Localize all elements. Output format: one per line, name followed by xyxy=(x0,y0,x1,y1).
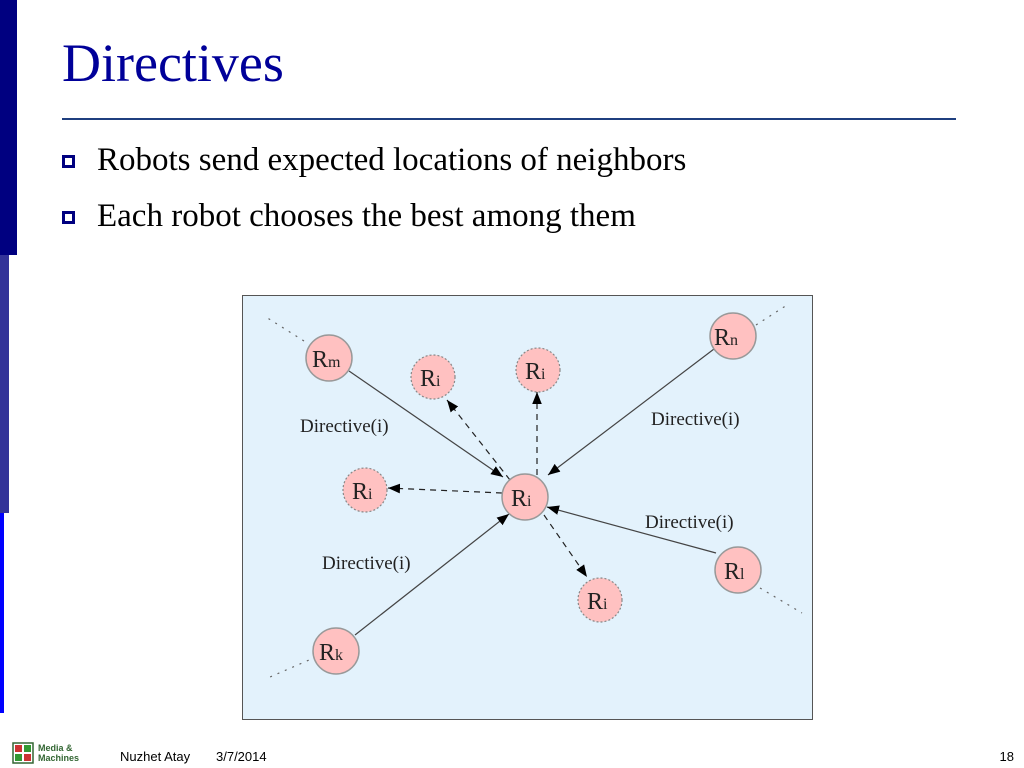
logo-text: Media & Machines xyxy=(38,743,79,763)
directive-label: Directive(i) xyxy=(322,553,411,574)
directive-label: Directive(i) xyxy=(651,409,740,430)
robot-node-rm: Rm xyxy=(305,334,353,382)
svg-text:Ri: Ri xyxy=(525,359,546,385)
footer-author: Nuzhet Atay xyxy=(120,749,191,764)
svg-text:Ri: Ri xyxy=(587,589,608,615)
logo-line: Media & xyxy=(38,743,73,753)
svg-text:Ri: Ri xyxy=(352,479,373,505)
svg-text:Ri: Ri xyxy=(420,366,441,392)
robot-node-ri-center: Ri xyxy=(501,473,549,521)
candidate-node-ri: Ri xyxy=(515,347,561,393)
svg-text:Rl: Rl xyxy=(724,559,745,585)
directive-label: Directive(i) xyxy=(300,416,389,437)
directive-arrow xyxy=(354,513,510,636)
media-machines-logo: Media & Machines xyxy=(12,740,92,766)
bullet-text: Each robot chooses the best among them xyxy=(97,197,636,234)
dashed-arrow xyxy=(446,399,511,481)
candidate-node-ri: Ri xyxy=(410,354,456,400)
slide-number: 18 xyxy=(999,749,1014,764)
bullet-list: Robots send expected locations of neighb… xyxy=(62,132,686,244)
dotted-line xyxy=(269,656,317,678)
title-underline xyxy=(62,118,956,120)
directive-arrow xyxy=(348,370,504,478)
robot-node-rn: Rn xyxy=(709,312,757,360)
bullet-text: Robots send expected locations of neighb… xyxy=(97,141,687,178)
square-bullet-icon xyxy=(62,154,75,168)
robot-node-rl: Rl xyxy=(714,546,762,594)
svg-text:Rm: Rm xyxy=(312,347,341,373)
logo-line: Machines xyxy=(38,753,80,763)
accent-bar-middle xyxy=(0,255,9,513)
slide-title: Directives xyxy=(62,33,284,93)
directives-diagram: Directive(i) Directive(i) Directive(i) D… xyxy=(242,295,813,720)
dotted-line xyxy=(759,587,803,614)
svg-text:Rn: Rn xyxy=(714,325,738,351)
dashed-arrow xyxy=(387,483,503,494)
dashed-arrow xyxy=(543,514,588,578)
directive-arrow xyxy=(547,348,715,476)
directive-label: Directive(i) xyxy=(645,512,734,533)
svg-text:Rk: Rk xyxy=(319,640,343,666)
bullet-item: Robots send expected locations of neighb… xyxy=(62,132,686,188)
candidate-node-ri: Ri xyxy=(342,467,388,513)
bullet-item: Each robot chooses the best among them xyxy=(62,188,686,244)
accent-bar-top xyxy=(0,0,17,255)
footer-date: 3/7/2014 xyxy=(216,749,267,764)
directive-arrow xyxy=(546,505,717,554)
svg-text:Ri: Ri xyxy=(511,486,532,512)
robot-node-rk: Rk xyxy=(312,627,360,675)
candidate-node-ri: Ri xyxy=(577,577,623,623)
logo-grid-icon xyxy=(12,742,34,764)
square-bullet-icon xyxy=(62,210,75,224)
accent-bar-bottom xyxy=(0,513,4,713)
